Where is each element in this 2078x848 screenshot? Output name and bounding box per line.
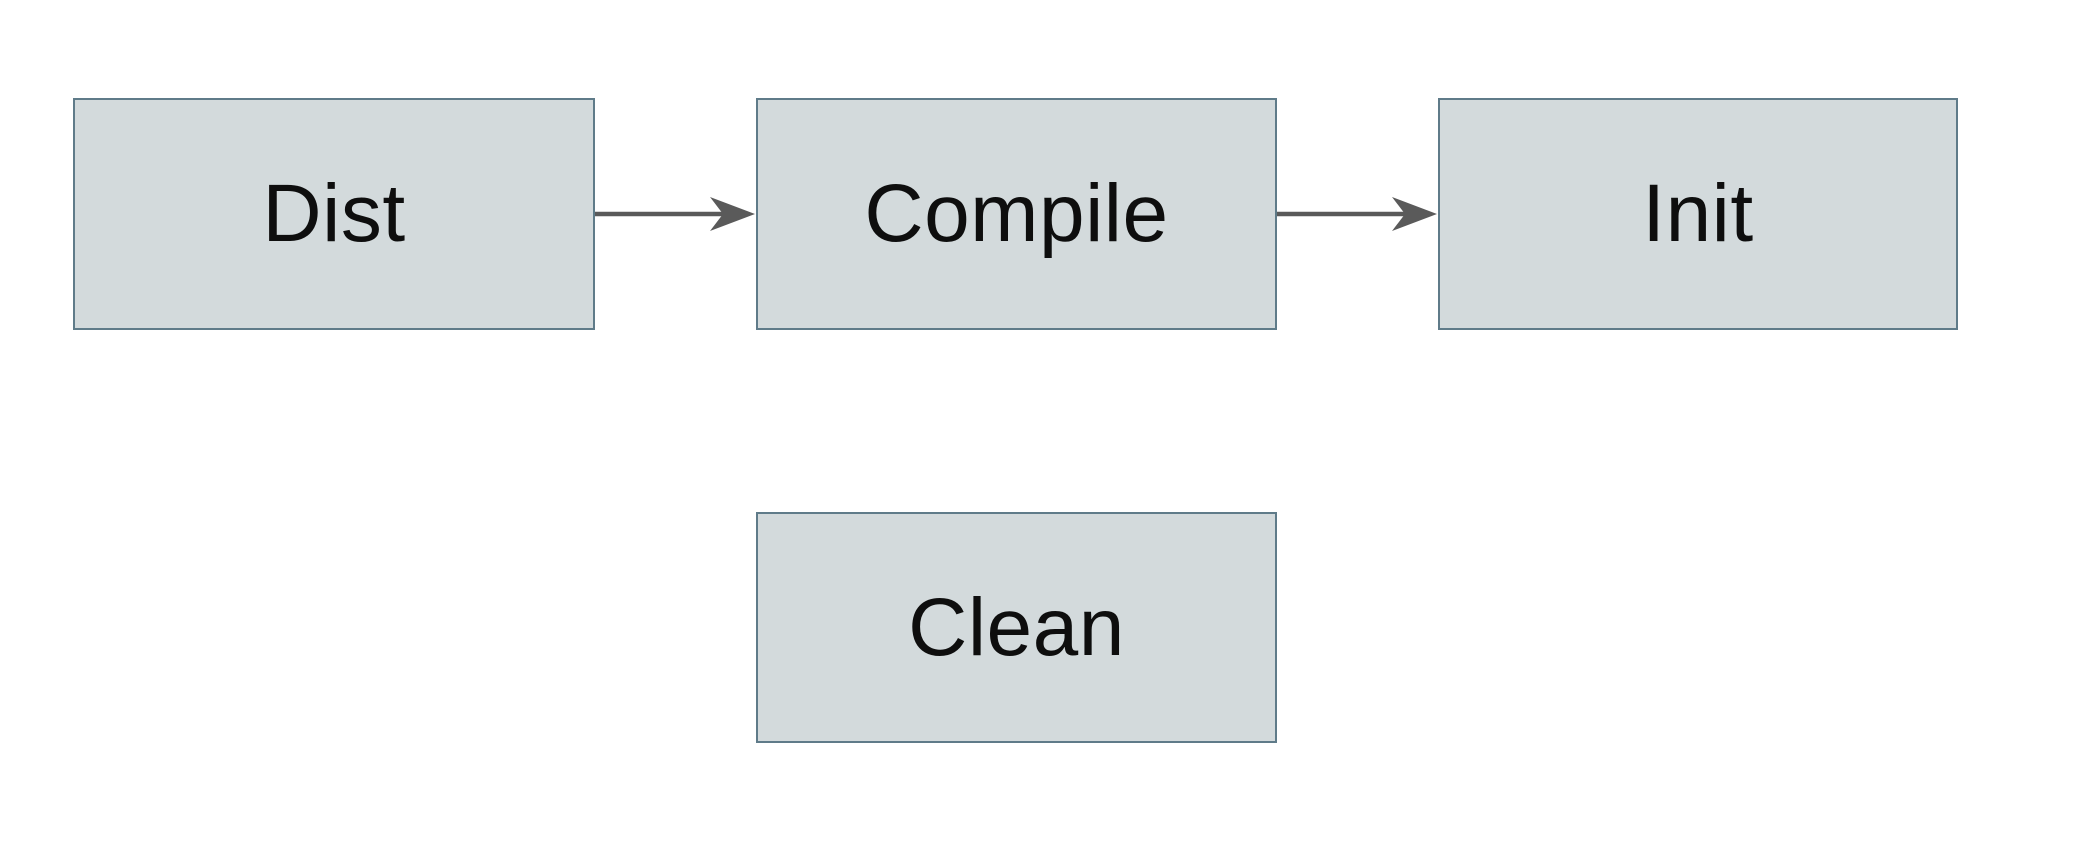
node-dist: Dist (73, 98, 595, 330)
node-init: Init (1438, 98, 1958, 330)
node-clean-label: Clean (908, 581, 1125, 673)
arrowhead-icon (710, 197, 755, 231)
node-init-label: Init (1642, 168, 1754, 259)
node-dist-label: Dist (262, 168, 406, 259)
node-compile: Compile (756, 98, 1277, 330)
node-clean: Clean (756, 512, 1277, 743)
arrow-compile-to-init (1277, 197, 1437, 231)
arrow-dist-to-compile (595, 197, 755, 231)
arrowhead-icon (1392, 197, 1437, 231)
node-compile-label: Compile (864, 168, 1169, 259)
